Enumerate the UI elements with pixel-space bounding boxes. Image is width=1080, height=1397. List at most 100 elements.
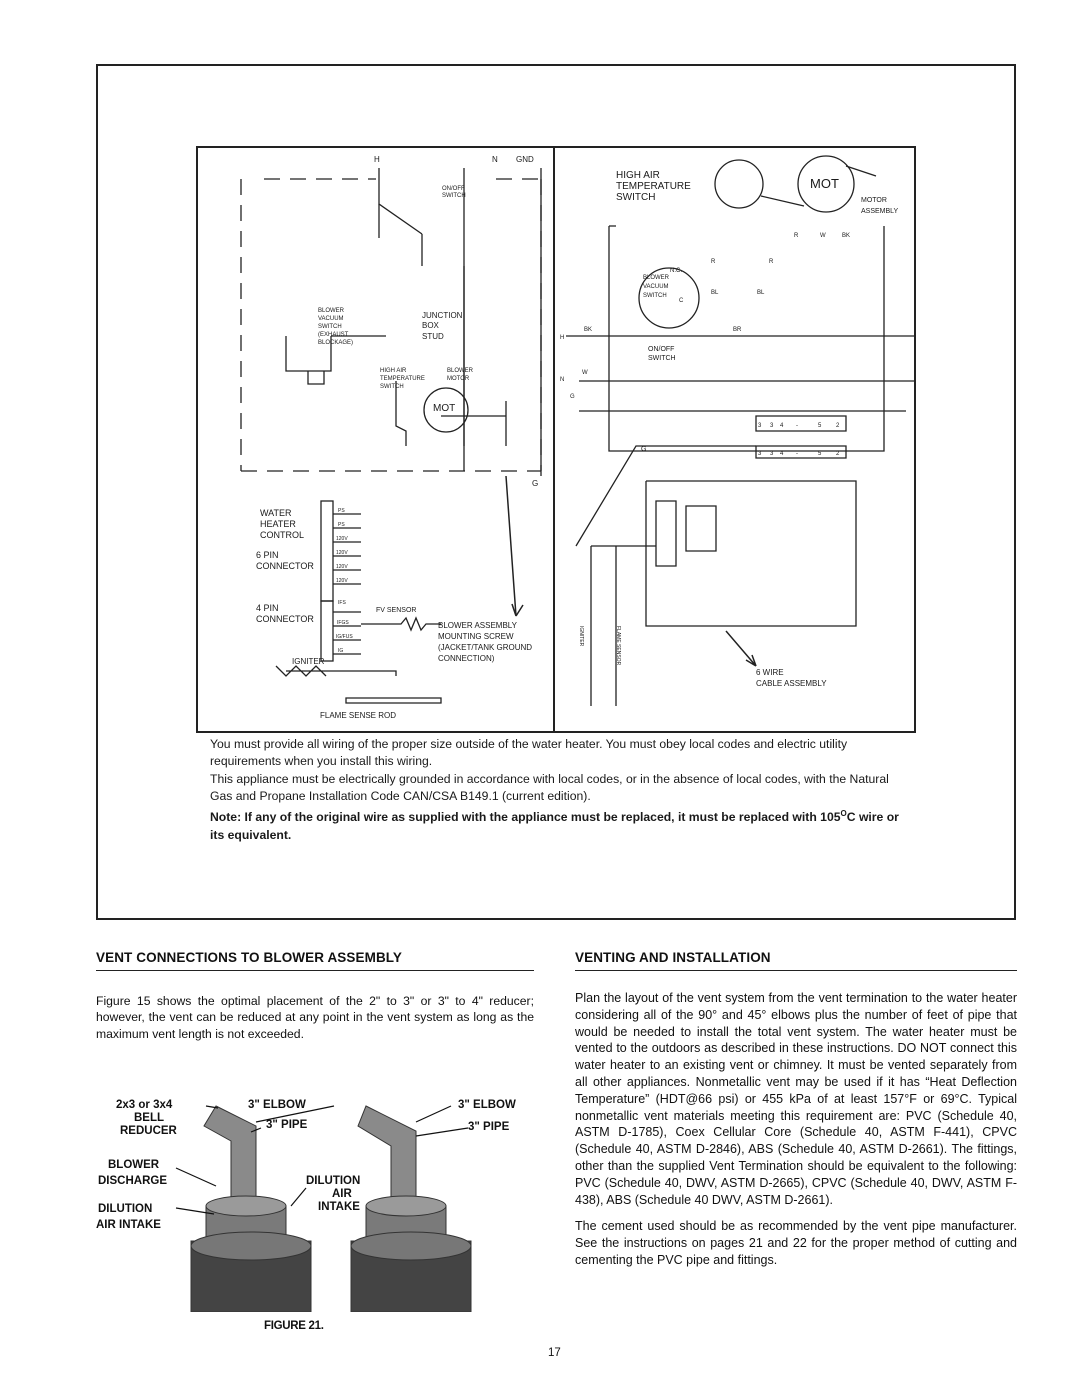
svg-text:SWITCH: SWITCH xyxy=(643,293,667,299)
svg-text:2: 2 xyxy=(836,451,840,457)
svg-text:CONNECTOR: CONNECTOR xyxy=(256,561,314,571)
note-grounding: This appliance must be electrically grou… xyxy=(210,771,889,803)
svg-text:HIGH AIR: HIGH AIR xyxy=(380,368,407,374)
svg-text:6 WIRE: 6 WIRE xyxy=(756,668,784,677)
svg-text:BK: BK xyxy=(842,233,850,239)
svg-text:IG: IG xyxy=(338,648,343,654)
svg-text:-: - xyxy=(796,423,798,429)
divider-left xyxy=(96,970,534,971)
svg-text:6 PIN: 6 PIN xyxy=(256,550,279,560)
svg-text:DILUTION: DILUTION xyxy=(98,1203,152,1215)
figure-21-illustration: 2x3 or 3x4 BELL REDUCER 3" ELBOW 3" PIPE… xyxy=(96,1099,516,1312)
svg-text:BLOCKAGE): BLOCKAGE) xyxy=(318,340,353,346)
svg-text:MOTOR: MOTOR xyxy=(861,197,887,204)
vent-connections-text: Figure 15 shows the optimal placement of… xyxy=(96,994,534,1041)
divider-right xyxy=(575,970,1017,971)
heading-vent-connections: VENT CONNECTIONS TO BLOWER ASSEMBLY xyxy=(96,950,403,965)
svg-text:120V: 120V xyxy=(336,564,348,570)
svg-text:IGNITER: IGNITER xyxy=(578,626,584,647)
wiring-notes: You must provide all wiring of the prope… xyxy=(210,736,900,844)
svg-text:DILUTION: DILUTION xyxy=(306,1175,360,1187)
note-wire-replacement: Note: If any of the original wire as sup… xyxy=(210,809,899,842)
svg-text:3" ELBOW: 3" ELBOW xyxy=(248,1099,306,1111)
svg-text:SWITCH: SWITCH xyxy=(318,324,342,330)
svg-text:MOUNTING SCREW: MOUNTING SCREW xyxy=(438,632,514,641)
term-gnd: GND xyxy=(516,155,534,164)
svg-text:BK: BK xyxy=(584,327,592,333)
svg-text:CABLE ASSEMBLY: CABLE ASSEMBLY xyxy=(756,679,827,688)
svg-text:IGNITER: IGNITER xyxy=(292,657,325,666)
wiring-figure-frame xyxy=(96,64,1016,920)
svg-text:C: C xyxy=(679,298,684,304)
svg-text:3: 3 xyxy=(770,451,774,457)
svg-text:MOT: MOT xyxy=(810,176,839,191)
svg-text:BR: BR xyxy=(733,327,742,333)
svg-text:HIGH AIR: HIGH AIR xyxy=(616,170,660,181)
svg-text:CONTROL: CONTROL xyxy=(260,530,304,540)
svg-text:3: 3 xyxy=(770,423,774,429)
svg-text:BLOWER: BLOWER xyxy=(447,368,474,374)
svg-text:REDUCER: REDUCER xyxy=(120,1125,178,1137)
svg-text:ASSEMBLY: ASSEMBLY xyxy=(861,208,899,215)
svg-text:R: R xyxy=(794,233,799,239)
svg-text:VACUUM: VACUUM xyxy=(318,316,344,322)
svg-text:120V: 120V xyxy=(336,536,348,542)
svg-text:JUNCTION: JUNCTION xyxy=(422,311,463,320)
svg-text:SWITCH: SWITCH xyxy=(616,192,655,203)
svg-text:G: G xyxy=(641,446,646,453)
svg-text:G: G xyxy=(570,394,575,400)
svg-text:AIR INTAKE: AIR INTAKE xyxy=(96,1219,161,1231)
svg-text:FLAME SENSE ROD: FLAME SENSE ROD xyxy=(320,711,396,720)
svg-text:INTAKE: INTAKE xyxy=(318,1201,360,1213)
svg-text:BLOWER: BLOWER xyxy=(108,1159,160,1171)
svg-text:120V: 120V xyxy=(336,578,348,584)
svg-text:4: 4 xyxy=(780,423,784,429)
heading-venting-installation: VENTING AND INSTALLATION xyxy=(575,950,771,965)
svg-text:W: W xyxy=(582,370,588,376)
svg-text:W: W xyxy=(820,233,826,239)
svg-text:TEMPERATURE: TEMPERATURE xyxy=(616,181,691,192)
svg-text:3" PIPE: 3" PIPE xyxy=(266,1119,308,1131)
svg-text:HEATER: HEATER xyxy=(260,519,296,529)
svg-text:TEMPERATURE: TEMPERATURE xyxy=(380,376,425,382)
svg-text:CONNECTION): CONNECTION) xyxy=(438,654,495,663)
svg-text:MOTOR: MOTOR xyxy=(447,376,470,382)
svg-text:FLAME SENSOR: FLAME SENSOR xyxy=(615,626,621,666)
svg-text:SWITCH: SWITCH xyxy=(648,355,676,362)
svg-text:FV SENSOR: FV SENSOR xyxy=(376,607,416,614)
svg-text:STUD: STUD xyxy=(422,332,444,341)
svg-text:IG/FUS: IG/FUS xyxy=(336,634,353,640)
svg-text:3" PIPE: 3" PIPE xyxy=(468,1121,510,1133)
svg-text:G: G xyxy=(532,479,538,488)
note-wiring: You must provide all wiring of the prope… xyxy=(210,737,848,769)
svg-text:H: H xyxy=(560,335,564,341)
svg-text:BLOWER: BLOWER xyxy=(643,275,670,281)
svg-text:4 PIN: 4 PIN xyxy=(256,603,279,613)
svg-text:PS: PS xyxy=(338,522,345,528)
svg-text:3: 3 xyxy=(758,423,762,429)
svg-text:4: 4 xyxy=(780,451,784,457)
svg-text:(EXHAUST: (EXHAUST xyxy=(318,332,349,338)
svg-text:BLOWER: BLOWER xyxy=(318,308,345,314)
svg-text:MOT: MOT xyxy=(433,403,455,414)
figure-21-caption: FIGURE 21. xyxy=(264,1320,324,1332)
svg-text:IFS: IFS xyxy=(338,600,346,606)
svg-text:BL: BL xyxy=(711,290,719,296)
wiring-diagram: H N GND ON/OFF SWITCH BLOWER VACUUM SWIT… xyxy=(196,146,916,733)
svg-text:ON/OFF: ON/OFF xyxy=(648,346,674,353)
svg-text:WATER: WATER xyxy=(260,508,292,518)
svg-text:R: R xyxy=(711,259,716,265)
svg-text:120V: 120V xyxy=(336,550,348,556)
term-h: H xyxy=(374,155,380,164)
svg-text:DISCHARGE: DISCHARGE xyxy=(98,1175,167,1187)
svg-text:CONNECTOR: CONNECTOR xyxy=(256,614,314,624)
svg-text:ON/OFF: ON/OFF xyxy=(442,186,465,192)
svg-text:3" ELBOW: 3" ELBOW xyxy=(458,1099,516,1111)
svg-text:2x3 or 3x4: 2x3 or 3x4 xyxy=(116,1099,173,1111)
svg-text:BELL: BELL xyxy=(134,1112,164,1124)
svg-text:IFGS: IFGS xyxy=(337,620,349,626)
svg-text:N: N xyxy=(560,377,564,383)
page-number: 17 xyxy=(548,1347,561,1359)
term-n: N xyxy=(492,155,498,164)
svg-text:BL: BL xyxy=(757,290,765,296)
